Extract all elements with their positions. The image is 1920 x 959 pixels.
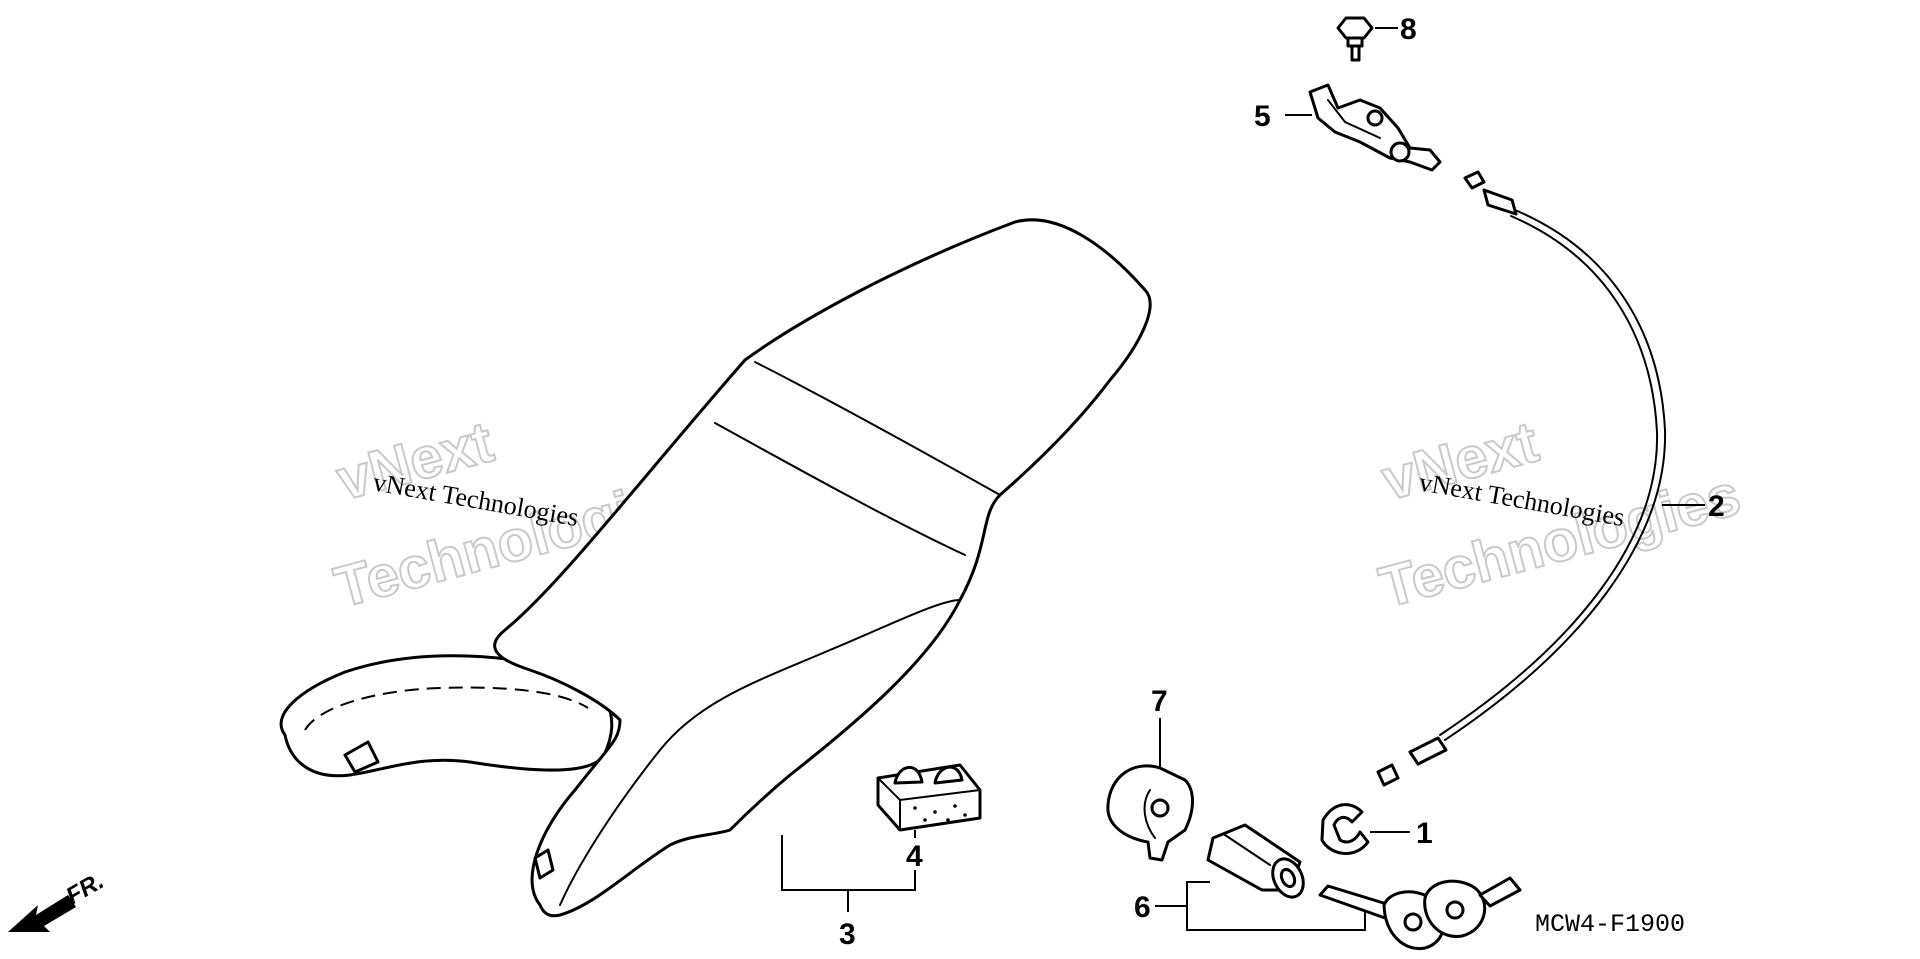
seat-side-flank <box>559 599 961 906</box>
key-cylinder-part <box>1206 823 1305 899</box>
cable-line-inner <box>1439 215 1659 736</box>
seat-main-body <box>493 218 1152 918</box>
callout-7: 7 <box>1151 685 1168 718</box>
cable-top-end <box>1463 170 1486 190</box>
cushion-texture-dot <box>946 818 950 822</box>
lock-cover-body <box>1106 764 1194 862</box>
key-cylinder-slot <box>1279 867 1297 889</box>
key-right <box>1423 876 1522 938</box>
leader-lines <box>781 27 1705 931</box>
key-left-emblem <box>1403 912 1423 932</box>
cushion-top-edge <box>877 777 981 831</box>
cable-bottom-fitting <box>1408 736 1448 766</box>
lock-cover-edge <box>1143 789 1156 839</box>
cushion-texture-dot <box>923 818 927 822</box>
callouts: 8 5 2 7 1 4 6 3 <box>839 13 1725 951</box>
cushion-left-knob <box>893 766 924 785</box>
leader-3-bracket <box>781 835 916 891</box>
cushion-texture-dot <box>933 810 937 814</box>
latch-ridge <box>1327 99 1381 139</box>
bolt-head <box>1336 16 1374 40</box>
cushion-texture-dot <box>963 813 967 817</box>
seat-rear-tab <box>343 740 380 774</box>
cushion-right-knob <box>933 765 964 785</box>
seat-middle-seam <box>714 422 966 556</box>
callout-6: 6 <box>1134 891 1151 924</box>
cushion-texture-dot <box>913 806 917 810</box>
callout-2: 2 <box>1708 490 1725 523</box>
latch-cable-hole <box>1389 141 1411 163</box>
seat-assembly <box>279 218 1152 918</box>
leader-6-bracket <box>1186 881 1366 931</box>
callout-4: 4 <box>906 840 923 873</box>
cushion-block <box>876 763 982 832</box>
callout-1: 1 <box>1416 817 1433 850</box>
key-right-emblem <box>1445 900 1465 920</box>
front-direction-arrow: FR. <box>8 867 108 932</box>
seat-rear-stitching <box>304 686 589 731</box>
latch-bracket-part <box>1308 83 1442 172</box>
lock-cover-hole <box>1150 798 1170 818</box>
cable-bottom-end <box>1376 763 1400 787</box>
callout-3: 3 <box>839 918 856 951</box>
bolt-shank <box>1350 44 1361 62</box>
front-arrow-icon <box>8 895 76 932</box>
key-cylinder-rib <box>1224 834 1271 866</box>
clip-part <box>1320 803 1370 856</box>
clip-body <box>1320 803 1370 856</box>
lock-cover-part <box>1106 764 1194 862</box>
key-left-blade <box>1318 884 1392 920</box>
seat-front-hook <box>533 848 555 880</box>
seat-front-seam <box>754 361 1001 496</box>
callout-5: 5 <box>1254 100 1271 133</box>
latch-bracket-body <box>1308 83 1442 172</box>
release-cable-part <box>1376 170 1667 787</box>
cushion-texture-dot <box>953 804 957 808</box>
callout-8: 8 <box>1400 13 1417 46</box>
cable-top-fitting <box>1482 188 1518 216</box>
watermark-right: vNext Technologies vNext Technologies <box>1372 408 1748 621</box>
cable-line <box>1444 209 1667 741</box>
seat-cushion-part <box>876 763 982 832</box>
latch-pivot-hole <box>1366 109 1384 127</box>
key-right-blade <box>1478 876 1522 908</box>
bolt-part <box>1336 16 1374 62</box>
diagram-code: MCW4-F1900 <box>1535 910 1685 939</box>
